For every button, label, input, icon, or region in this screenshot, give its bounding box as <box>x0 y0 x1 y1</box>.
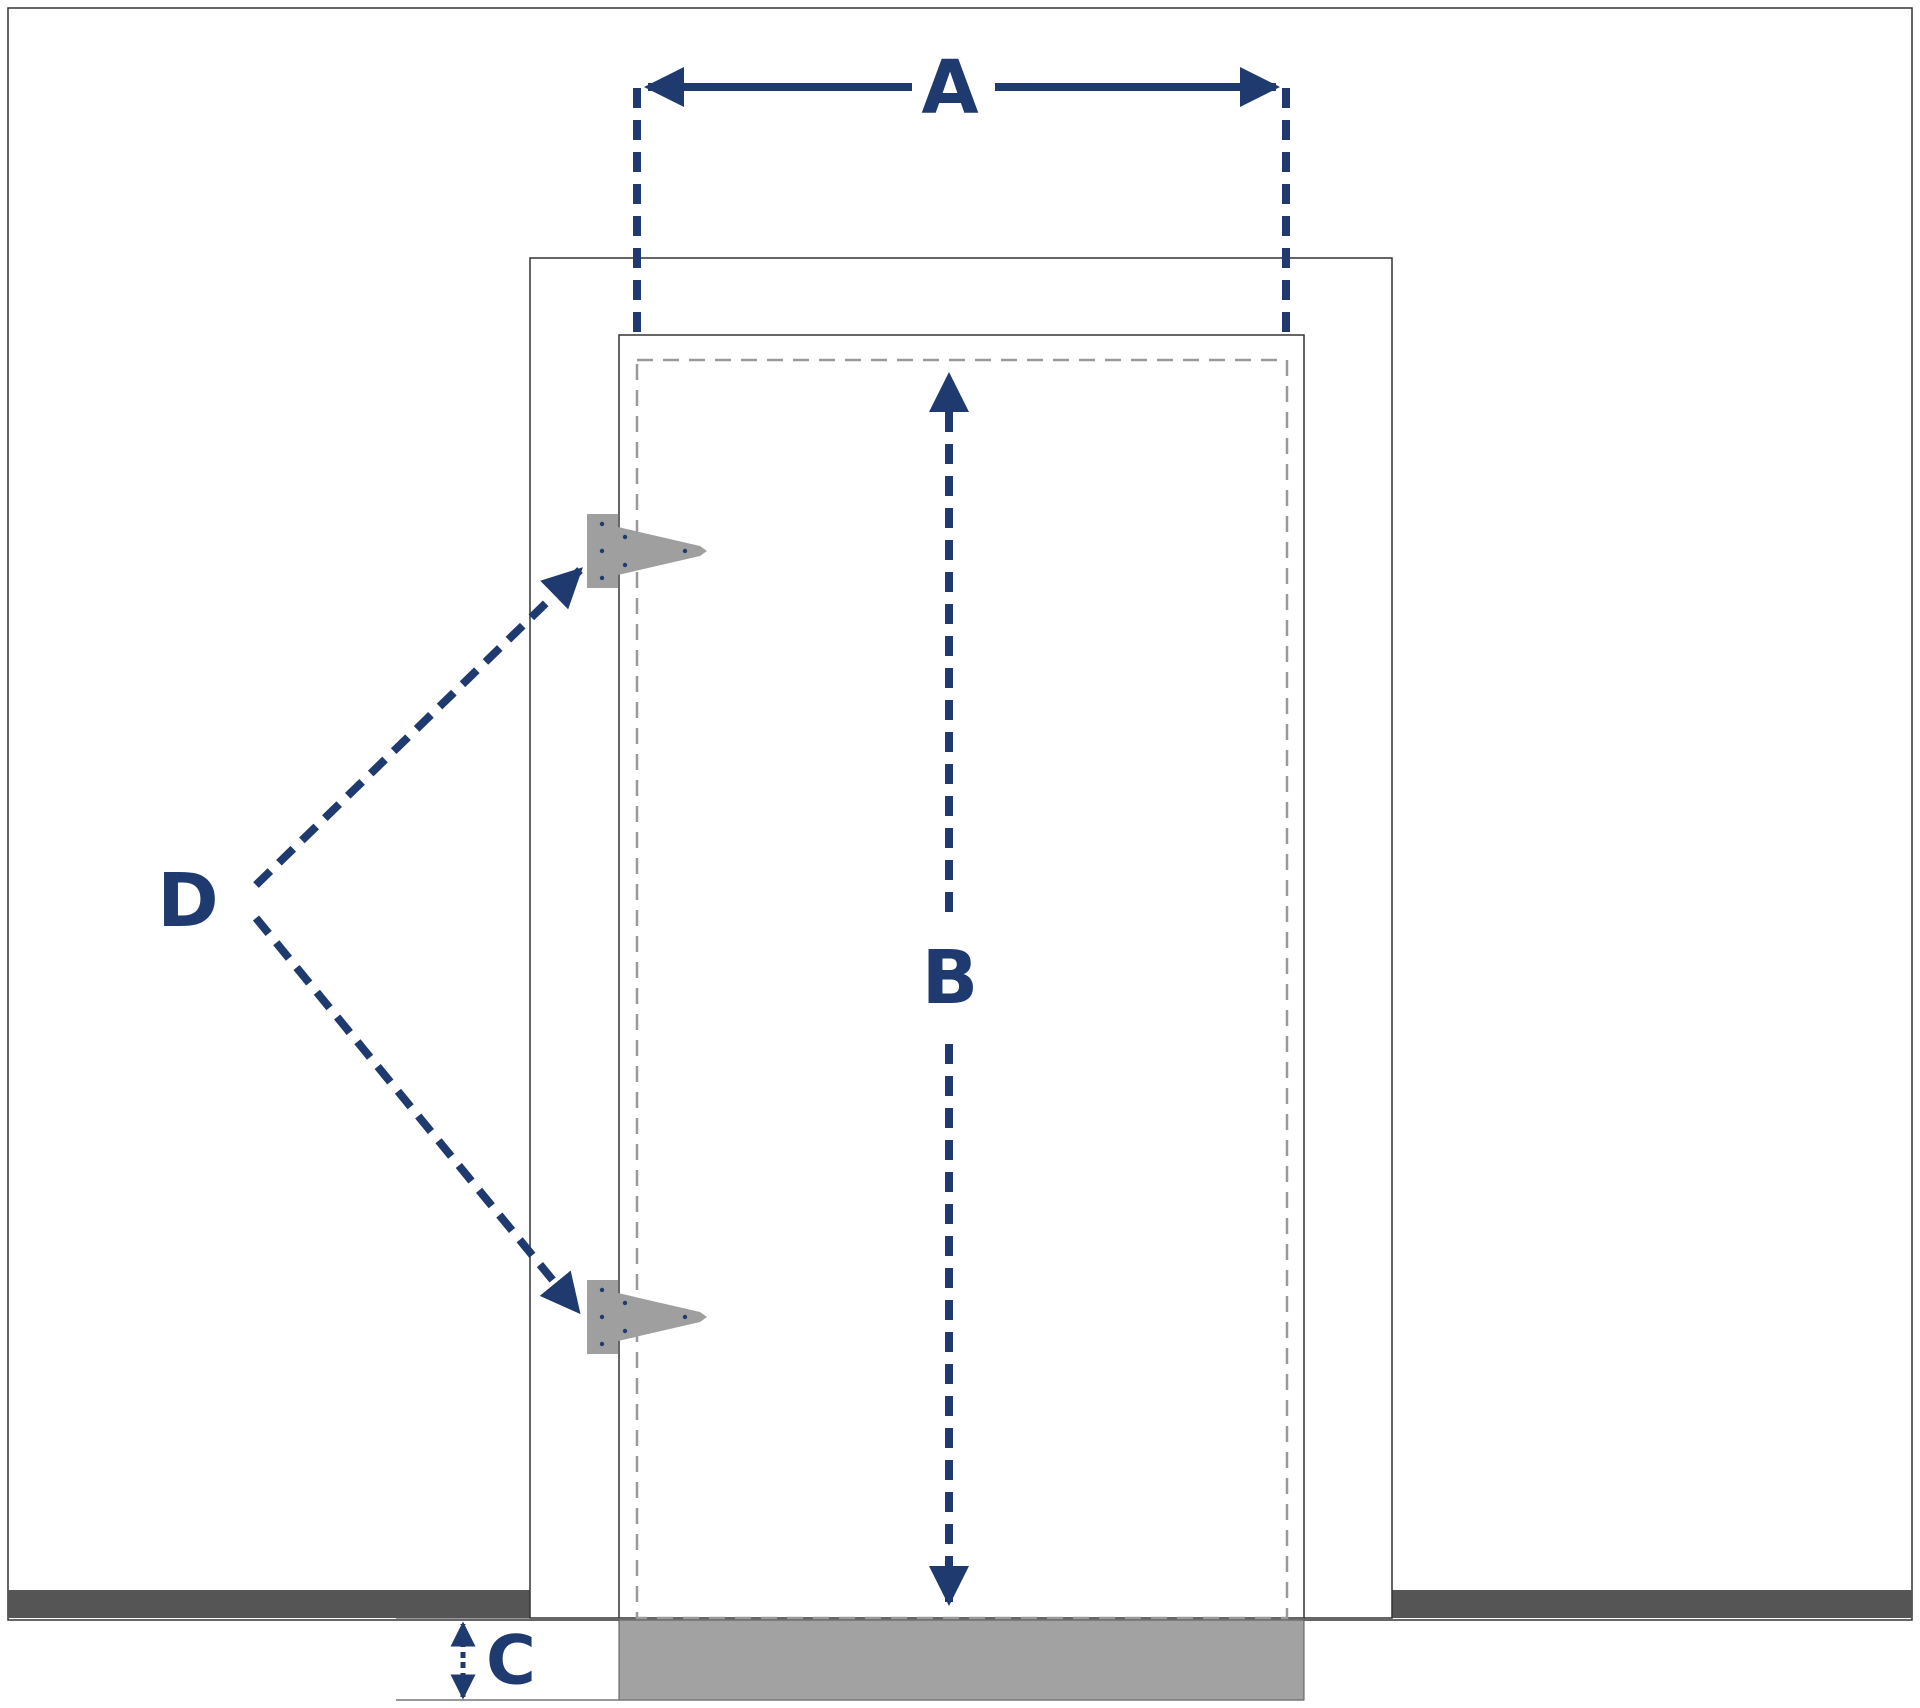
label-d: D <box>157 858 218 944</box>
hinge-top <box>587 514 707 588</box>
label-c: C <box>486 1622 536 1701</box>
inner-dashed-guide <box>635 358 1289 1620</box>
label-b: B <box>922 935 978 1021</box>
pointer-d-bottom <box>252 915 582 1315</box>
hinge-bottom <box>587 1280 707 1354</box>
pointer-d-top <box>253 567 583 888</box>
door-leaf <box>618 334 1305 1619</box>
floor-strip-right <box>1392 1590 1912 1618</box>
threshold-block <box>618 1619 1305 1701</box>
floor-strip-left <box>8 1590 532 1618</box>
label-a: A <box>921 45 978 131</box>
